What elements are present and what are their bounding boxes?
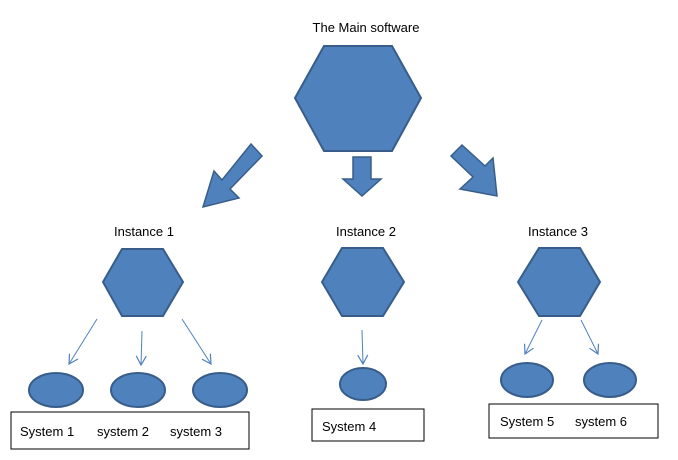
thin-arrow-to-system-1 [68, 318, 98, 366]
instance-2-hexagon [320, 247, 406, 317]
system-3-node [192, 372, 248, 408]
block-arrow-to-instance-1 [201, 142, 264, 209]
instance-3-label: Instance 3 [528, 224, 588, 239]
system-5-node [500, 362, 554, 398]
system-2-node [110, 372, 166, 408]
system-box-1 [10, 411, 250, 450]
system-box-2-label-1: System 4 [322, 419, 376, 434]
block-arrow-to-instance-2 [341, 156, 383, 198]
instance-2-label: Instance 2 [336, 224, 396, 239]
system-box-3-label-1: System 5 [500, 414, 554, 429]
thin-arrow-to-system-5 [523, 319, 543, 356]
main-software-label: The Main software [313, 20, 420, 35]
system-4-node [339, 367, 387, 401]
system-box-1-label-2: system 2 [97, 424, 149, 439]
system-box-1-label-1: System 1 [20, 424, 74, 439]
instance-1-label: Instance 1 [114, 224, 174, 239]
system-6-node [583, 362, 637, 398]
thin-arrow-to-system-6 [580, 319, 600, 356]
system-box-1-label-3: system 3 [170, 424, 222, 439]
thin-arrow-to-system-4 [357, 329, 369, 366]
system-1-node [28, 372, 84, 408]
thin-arrow-to-system-3 [181, 318, 212, 366]
system-box-2 [311, 408, 425, 442]
thin-arrow-to-system-2 [135, 330, 147, 367]
system-box-3-label-2: system 6 [575, 414, 627, 429]
instance-1-hexagon [101, 248, 185, 317]
block-arrow-to-instance-3 [449, 143, 498, 197]
instance-3-hexagon [516, 247, 602, 317]
system-box-3 [488, 403, 659, 439]
main-software-hexagon [293, 45, 423, 152]
